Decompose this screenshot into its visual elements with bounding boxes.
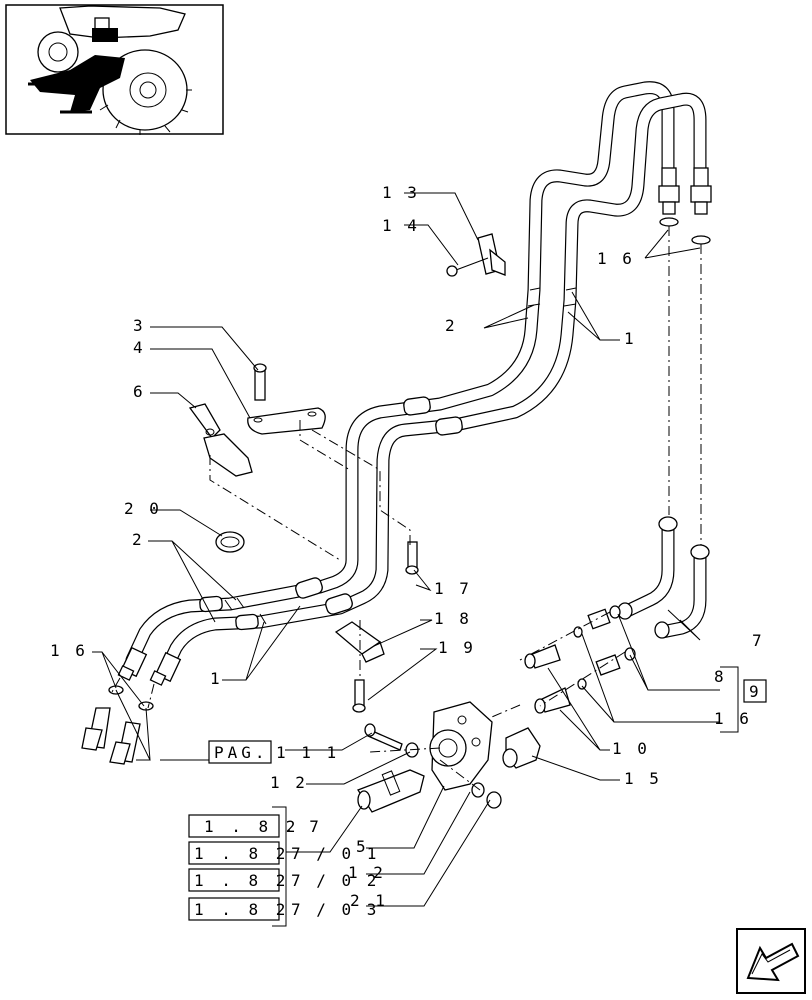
callout-2-bottom: 2 bbox=[132, 530, 145, 549]
section-ref-3[interactable]: 1 . 8 2 7 / 0 2 bbox=[188, 868, 379, 892]
callout-12-b: 1 2 bbox=[348, 863, 386, 882]
section-ref-1-box: 1 . 8 2 bbox=[204, 817, 299, 836]
section-ref-2-suffix: 7 / 0 1 bbox=[291, 844, 379, 863]
next-page-arrow-icon[interactable] bbox=[736, 928, 806, 994]
callout-8: 8 bbox=[714, 667, 727, 686]
callout-13: 1 3 bbox=[382, 183, 420, 202]
clamp-20 bbox=[215, 531, 245, 553]
callout-15: 1 5 bbox=[624, 769, 662, 788]
section-ref-4-suffix: 7 / 0 3 bbox=[291, 900, 379, 919]
section-ref-3-box: 1 . 8 2 bbox=[194, 871, 289, 890]
callout-16-top: 1 6 bbox=[597, 249, 635, 268]
bracket-18 bbox=[334, 621, 385, 663]
tractor-rear-thumbnail[interactable] bbox=[5, 4, 224, 135]
section-ref-2[interactable]: 1 . 8 2 7 / 0 1 bbox=[188, 841, 379, 865]
callout-21: 2 1 bbox=[350, 891, 388, 910]
page-ref-number: 1 1 1 bbox=[276, 743, 339, 762]
callout-9: 9 bbox=[749, 682, 762, 701]
section-ref-1-suffix: . 7 bbox=[284, 817, 322, 836]
callout-5: 5 bbox=[356, 837, 369, 856]
callout-3: 3 bbox=[133, 316, 146, 335]
callout-9-box bbox=[743, 679, 767, 703]
leader-lines bbox=[92, 192, 720, 907]
valve-assembly-5 bbox=[364, 701, 502, 809]
section-ref-3-suffix: 7 / 0 2 bbox=[291, 871, 379, 890]
adapter-fittings bbox=[524, 605, 636, 714]
pipe-1 bbox=[161, 92, 707, 672]
bracket-6 bbox=[188, 403, 253, 477]
bracket-3-4 bbox=[247, 363, 326, 435]
callout-1-bottom: 1 bbox=[210, 669, 223, 688]
callout-17: 1 7 bbox=[434, 579, 472, 598]
callout-19: 1 9 bbox=[438, 638, 476, 657]
callout-4: 4 bbox=[133, 338, 146, 357]
callout-10: 1 0 bbox=[612, 739, 650, 758]
callout-18: 1 8 bbox=[434, 609, 472, 628]
top-fittings bbox=[658, 167, 712, 245]
sensor-15 bbox=[502, 727, 541, 769]
page-reference[interactable]: PAG. 1 1 1 bbox=[208, 740, 339, 764]
coupler-body bbox=[357, 769, 425, 813]
section-ref-4-box: 1 . 8 2 bbox=[194, 900, 289, 919]
section-ref-2-box: 1 . 8 2 bbox=[194, 844, 289, 863]
page-ref-box-label: PAG. bbox=[214, 743, 269, 762]
callout-16-left: 1 6 bbox=[50, 641, 88, 660]
callout-1-top: 1 bbox=[624, 329, 637, 348]
callout-12-a: 1 2 bbox=[270, 773, 308, 792]
elbow-pipes-7 bbox=[617, 516, 710, 639]
callout-14: 1 4 bbox=[382, 216, 420, 235]
callout-2-top: 2 bbox=[445, 316, 458, 335]
section-ref-4[interactable]: 1 . 8 2 7 / 0 3 bbox=[188, 897, 379, 921]
pipe-2 bbox=[125, 81, 675, 667]
callout-20: 2 0 bbox=[124, 499, 162, 518]
callout-16-right: 1 6 bbox=[714, 709, 752, 728]
left-fittings bbox=[81, 646, 182, 765]
clip-13-14 bbox=[446, 233, 506, 277]
pipe-couplings bbox=[199, 396, 463, 631]
callout-6: 6 bbox=[133, 382, 146, 401]
section-ref-1[interactable]: 1 . 8 2 . 7 bbox=[188, 814, 322, 838]
callout-7: 7 bbox=[752, 631, 765, 650]
